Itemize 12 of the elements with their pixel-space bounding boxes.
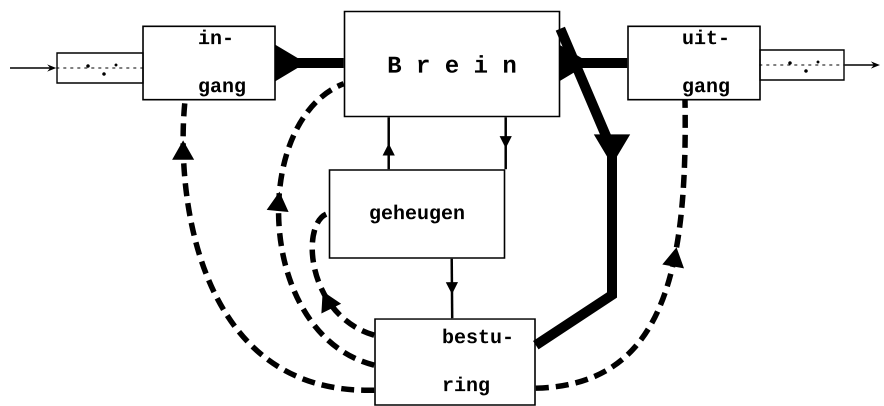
tape-drawing <box>758 49 846 81</box>
process-box: bestu- ring <box>374 318 536 406</box>
process-box: geheugen <box>328 169 506 259</box>
arrow <box>536 100 688 391</box>
arrow <box>310 210 376 338</box>
tape-drawing <box>56 52 144 84</box>
arrow <box>533 26 630 350</box>
brain-box: B r e i n <box>344 10 560 118</box>
arrow <box>266 81 376 368</box>
process-box: uit- gang <box>627 26 761 100</box>
arrow <box>172 100 374 393</box>
process-box: in- gang <box>142 26 276 100</box>
